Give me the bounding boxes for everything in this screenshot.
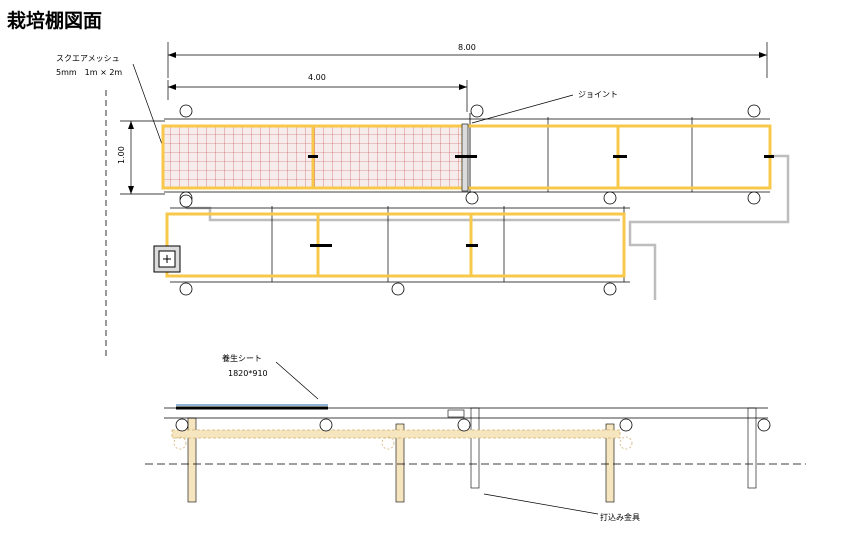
dimension-width-text: 1.00 — [117, 146, 126, 164]
sheet-size: 1820*910 — [228, 369, 268, 378]
support-post — [179, 194, 193, 208]
side-elevation — [164, 404, 771, 503]
dimension-half-text: 4.00 — [308, 73, 326, 82]
dimension-total-text: 8.00 — [458, 43, 476, 52]
frame-panel — [316, 212, 473, 278]
upper-bed — [161, 104, 774, 205]
page-title: 栽培棚図面 — [7, 9, 102, 32]
support-post — [747, 104, 761, 118]
mesh-label: スクエアメッシュ — [56, 54, 120, 63]
return-pipe-right — [628, 154, 790, 300]
support-post — [179, 282, 193, 296]
stake-leader-line — [483, 493, 599, 515]
lower-bed — [153, 194, 630, 296]
frame-panel — [616, 124, 772, 190]
frame-panel — [464, 124, 620, 190]
support-post — [391, 282, 405, 296]
joint-leader-line — [471, 94, 574, 124]
stake-label: 打込み金具 — [600, 512, 640, 522]
mesh-leader-line — [132, 63, 164, 148]
dimension-total-length: 8.00 — [167, 42, 768, 78]
lower-frame — [171, 429, 621, 439]
support-post — [470, 104, 484, 118]
mesh-spec: 5mm 1m × 2m — [56, 68, 122, 77]
support-post — [179, 104, 193, 118]
support-post — [603, 282, 617, 296]
stake — [470, 407, 480, 489]
frame-panel — [165, 212, 320, 278]
stake — [395, 423, 405, 503]
drain-box — [153, 245, 181, 273]
sheet-label: 養生シート — [222, 353, 262, 363]
stake — [605, 423, 615, 503]
joint-label: ジョイント — [578, 90, 618, 99]
support-post — [465, 191, 479, 205]
stake — [747, 407, 757, 489]
support-post — [747, 191, 761, 205]
sheet-leader-line — [275, 361, 319, 400]
frame-panel — [469, 212, 626, 278]
support-post — [603, 191, 617, 205]
dimension-half-length: 4.00 — [167, 73, 468, 112]
dimension-width: 1.00 — [117, 120, 165, 195]
